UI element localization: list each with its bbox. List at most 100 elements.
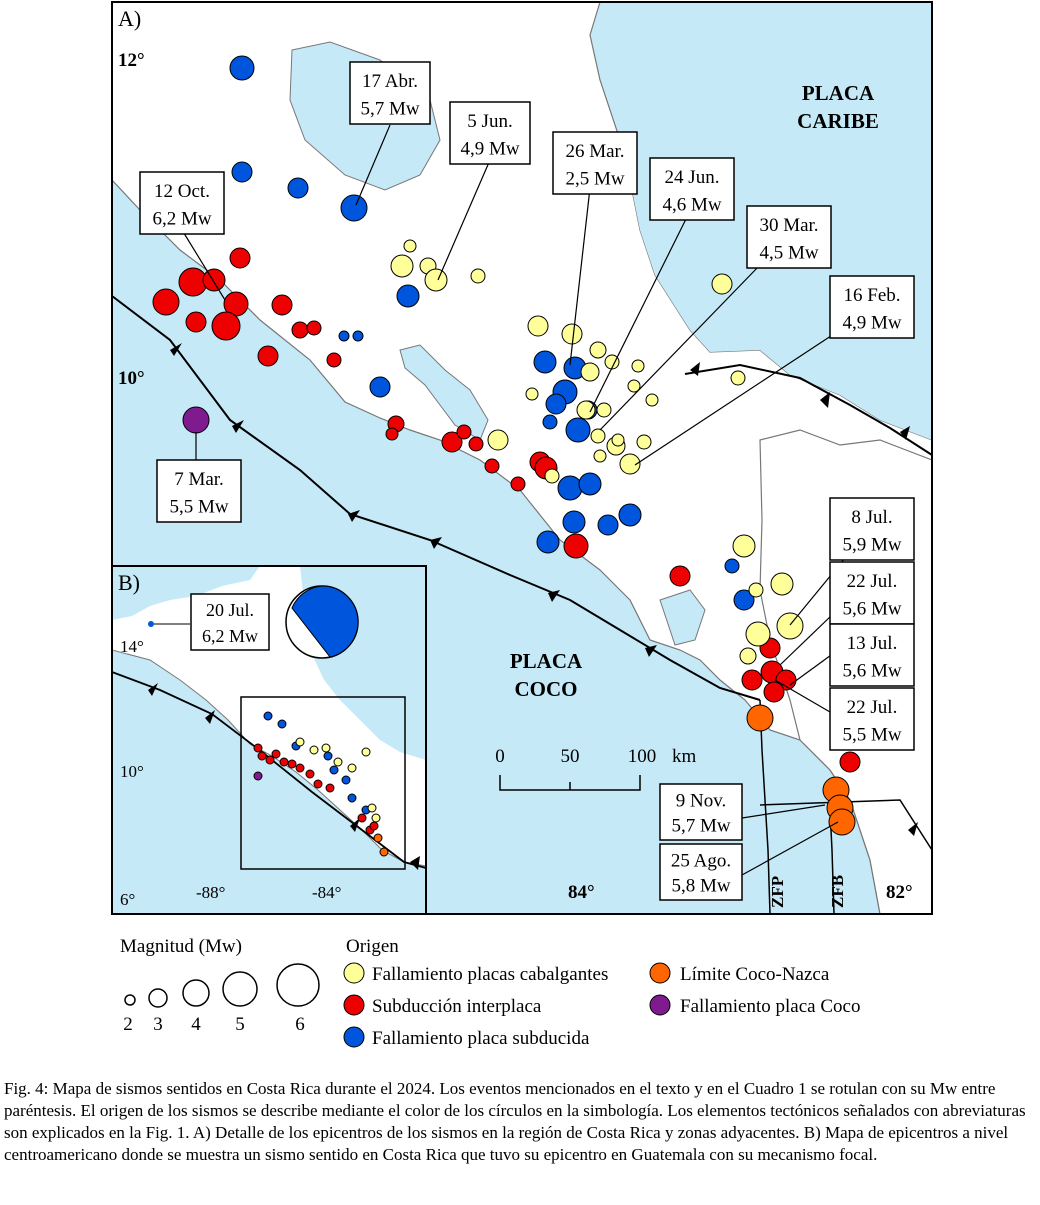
panel-b-label: B) <box>118 570 140 595</box>
plate-coco-line2: COCO <box>515 677 578 701</box>
epicenter-blue <box>565 417 591 443</box>
panel-b-lon-88: -88° <box>196 883 225 902</box>
epicenter-yellow <box>748 582 764 598</box>
epicenter-blue <box>340 194 368 222</box>
panel-b-trench-teeth <box>148 683 420 870</box>
epicenter-red <box>839 751 861 773</box>
epicenter-blue <box>536 530 560 554</box>
callout-box: 17 Abr.5,7 Mw <box>349 61 431 125</box>
epicenter-red <box>229 247 251 269</box>
legend-origin-label: Fallamiento placas cabalgantes <box>372 964 608 985</box>
panel-b-guatemala-epicenter <box>148 621 154 627</box>
lat-label-10: 10° <box>118 368 145 389</box>
epicenter-red <box>326 352 342 368</box>
legend-origin-swatch <box>343 994 365 1016</box>
callout-magnitude: 5,6 Mw <box>842 599 901 620</box>
epicenter-yellow <box>593 449 607 463</box>
legend-origin-swatch <box>649 962 671 984</box>
epicenters <box>152 55 861 836</box>
epicenter-yellow <box>776 612 804 640</box>
panel-a-label: A) <box>118 6 141 31</box>
callout-box: 25 Ago. 5,8 Mw <box>659 843 743 901</box>
epicenter-yellow <box>739 647 757 665</box>
epicenter-blue <box>347 793 357 803</box>
callout-magnitude: 5,6 Mw <box>842 661 901 682</box>
panel-b-lat-10: 10° <box>120 762 144 781</box>
panel-b-epicenters <box>253 711 389 857</box>
epicenter-yellow <box>596 402 612 418</box>
callout-frame <box>349 61 431 125</box>
legend-magnitude-circles <box>124 963 320 1008</box>
legend-mag-4: 4 <box>191 1014 201 1035</box>
callout-date: 22 Jul. <box>847 697 898 718</box>
epicenter-yellow <box>347 763 357 773</box>
panel-a-map: A) 12° 10° 84° 82° PLACA CARIBE PLACA CO… <box>111 1 933 915</box>
epicenter-red <box>257 751 267 761</box>
epicenter-yellow <box>321 743 331 753</box>
callout-frame <box>449 101 531 165</box>
plate-caribe-line1: PLACA <box>802 81 875 105</box>
epicenter-blue <box>542 414 558 430</box>
epicenter-red <box>357 813 367 823</box>
epicenter-red <box>468 436 484 452</box>
epicenter-red <box>305 769 315 779</box>
callout-date: 22 Jul. <box>847 571 898 592</box>
trench-line <box>111 295 761 701</box>
callout-date: 30 Mar. <box>759 215 818 236</box>
epicenter-purple <box>253 771 263 781</box>
epicenter-blue <box>352 330 364 342</box>
epicenter-red <box>763 681 785 703</box>
epicenter-orange <box>746 704 774 732</box>
callout-leaders <box>181 124 851 876</box>
panama-deformed-belt <box>684 363 933 456</box>
legend-origin-swatch <box>343 1026 365 1048</box>
legend-mag-3: 3 <box>153 1014 163 1035</box>
legend-origin-item: Fallamiento placa subducida <box>343 1026 590 1049</box>
legend-origin-swatch <box>649 994 671 1016</box>
callout-date: 25 Ago. <box>671 850 731 871</box>
epicenter-yellow <box>333 757 343 767</box>
legend: Magnitud (Mw) 2 3 4 5 6 Origen Fallamien… <box>120 936 860 1049</box>
focal-mechanism-beachball <box>285 585 359 659</box>
callout-frame <box>746 205 832 269</box>
epicenter-orange <box>373 833 383 843</box>
epicenter-blue <box>724 558 740 574</box>
epicenter-yellow <box>732 534 756 558</box>
callout-magnitude: 5,9 Mw <box>842 535 901 556</box>
epicenter-yellow <box>745 621 771 647</box>
epicenter-yellow <box>525 387 539 401</box>
epicenter-red <box>325 783 335 793</box>
epicenter-blue <box>231 161 253 183</box>
epicenter-yellow <box>627 379 641 393</box>
panel-b-frame <box>111 565 427 915</box>
callout-frame <box>659 783 743 841</box>
callout-frame <box>659 843 743 901</box>
callout-frame <box>829 497 915 561</box>
callout-box: 24 Jun.4,6 Mw <box>649 157 735 221</box>
epicenter-orange <box>828 808 856 836</box>
callout-date: 16 Feb. <box>844 285 901 306</box>
epicenter-yellow <box>619 453 641 475</box>
callout-magnitude: 4,5 Mw <box>759 243 818 264</box>
legend-magnitude-title: Magnitud (Mw) <box>120 936 242 957</box>
callout-frame <box>156 459 242 523</box>
legend-mag-2: 2 <box>123 1014 133 1035</box>
epicenter-blue <box>277 719 287 729</box>
callout-box: 8 Jul.5,9 Mw <box>829 497 915 561</box>
epicenter-red <box>265 755 275 765</box>
legend-origin-label: Fallamiento placa Coco <box>680 996 860 1017</box>
epicenter-blue <box>557 475 583 501</box>
epicenter-red <box>484 458 500 474</box>
panel-b-inset: 20 Jul. 6,2 Mw B) 14° 10° 6° -88° -84° <box>111 565 427 915</box>
epicenter-yellow <box>544 468 560 484</box>
epicenter-yellow <box>730 370 746 386</box>
epicenter-yellow <box>590 428 606 444</box>
plate-coco-line1: PLACA <box>510 649 583 673</box>
legend-origin-title: Origen <box>346 936 399 957</box>
epicenter-orange <box>379 847 389 857</box>
callout-magnitude: 5,8 Mw <box>671 876 730 897</box>
scale-tick-100: 100 <box>628 746 657 767</box>
epicenter-red <box>253 743 263 753</box>
